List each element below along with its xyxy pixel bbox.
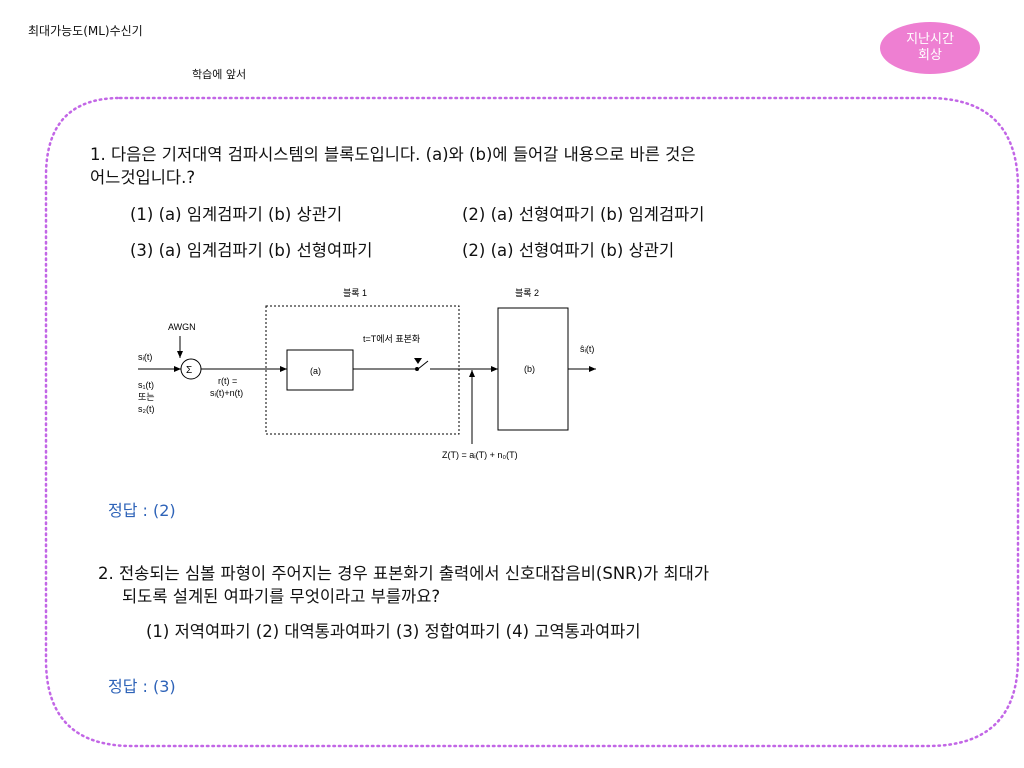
block1-dashed-box <box>265 305 460 435</box>
section-label: 학습에 앞서 <box>192 68 247 81</box>
block-a <box>286 349 354 391</box>
question2-options: (1) 저역여파기 (2) 대역통과여파기 (3) 정합여파기 (4) 고역통과… <box>146 622 641 641</box>
question2-answer: 정답 : (3) <box>108 677 176 696</box>
block-a-label: (a) <box>310 366 321 376</box>
question2-line2: 되도록 설계된 여파기를 무엇이라고 부를까요? <box>122 587 441 606</box>
or-label: 또는 <box>138 392 155 402</box>
review-label-line2: 회상 <box>918 48 942 63</box>
output-signal-label: ŝᵢ(t) <box>580 344 594 354</box>
sampling-label: t=T에서 표본화 <box>363 334 420 344</box>
question1-line2: 어느것입니다.? <box>90 168 196 187</box>
question1-option4: (2) (a) 선형여파기 (b) 상관기 <box>462 241 675 260</box>
block1-label: 블록 1 <box>343 288 367 298</box>
input-signal-label: sᵢ(t) <box>138 352 152 362</box>
review-label-line1: 지난시간 <box>906 32 954 47</box>
z-of-t-label: Z(T) = aᵢ(T) + n₀(T) <box>442 450 518 460</box>
question1-answer: 정답 : (2) <box>108 501 176 520</box>
awgn-label: AWGN <box>168 322 196 332</box>
s1-label: s₁(t) <box>138 380 154 390</box>
block2-label: 블록 2 <box>515 288 539 298</box>
rt-label-line2: sᵢ(t)+n(t) <box>210 388 243 398</box>
sampling-switch <box>417 360 429 370</box>
sigma-symbol: Σ <box>186 365 192 376</box>
question1-option2: (2) (a) 선형여파기 (b) 임계검파기 <box>462 205 705 224</box>
review-button[interactable]: 지난시간 회상 <box>880 22 980 74</box>
question1-line1: 1. 다음은 기저대역 검파시스템의 블록도입니다. (a)와 (b)에 들어갈… <box>90 145 696 164</box>
block-b-label: (b) <box>524 364 535 374</box>
rt-label-line1: r(t) = <box>218 376 237 386</box>
question1-option1: (1) (a) 임계검파기 (b) 상관기 <box>130 205 343 224</box>
question1-option3: (3) (a) 임계검파기 (b) 선형여파기 <box>130 241 373 260</box>
slide-title: 최대가능도(ML)수신기 <box>28 24 143 38</box>
s2-label: s₂(t) <box>138 404 155 414</box>
block-diagram: 블록 1 블록 2 (b) (a) AWGN Σ sᵢ(t) s₁(t) 또는 … <box>138 288 596 460</box>
question2-line1: 2. 전송되는 심볼 파형이 주어지는 경우 표본화기 출력에서 신호대잡음비(… <box>98 564 710 583</box>
